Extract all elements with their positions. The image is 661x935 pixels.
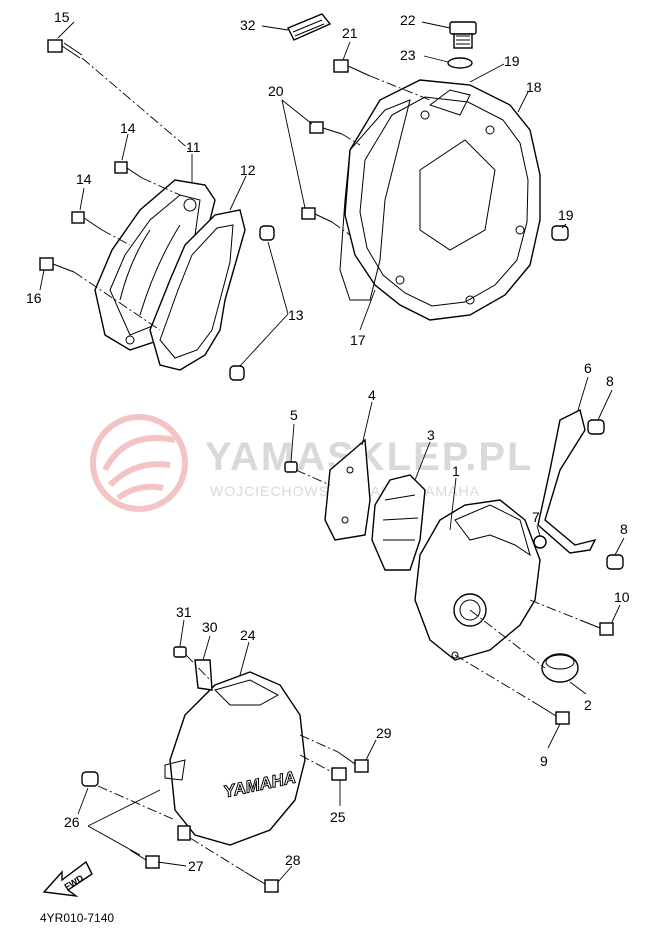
callout-31: 31 bbox=[176, 604, 192, 620]
callout-8-bottom: 8 bbox=[620, 521, 628, 537]
callout-17: 17 bbox=[350, 332, 366, 348]
bolt-14b bbox=[71, 211, 103, 231]
plug-2 bbox=[541, 653, 579, 683]
washer-7 bbox=[533, 535, 547, 549]
callout-32: 32 bbox=[240, 17, 256, 33]
bolt-20a bbox=[309, 121, 343, 135]
bolt-15 bbox=[47, 39, 83, 59]
watermark-title: YAMASKLEP.PL bbox=[205, 435, 534, 479]
callout-25: 25 bbox=[330, 809, 346, 825]
callout-3: 3 bbox=[427, 427, 435, 443]
o-ring-23 bbox=[447, 57, 473, 69]
callout-14-bottom: 14 bbox=[76, 171, 92, 187]
generator-cover-24: YAMAHA bbox=[164, 671, 306, 846]
bolt-5 bbox=[284, 461, 298, 473]
dowel-8a bbox=[587, 419, 605, 435]
bolt-25 bbox=[331, 767, 347, 781]
dowel-8b bbox=[606, 554, 624, 570]
bolt-29 bbox=[337, 751, 369, 773]
callout-labels: 15 32 22 23 21 19 18 20 14 11 12 14 16 1… bbox=[26, 9, 630, 874]
pickup-cover-1 bbox=[414, 499, 541, 661]
bolt-27 bbox=[129, 849, 160, 869]
callout-27: 27 bbox=[188, 858, 204, 874]
callout-26: 26 bbox=[64, 814, 80, 830]
grommet-26 bbox=[81, 771, 99, 787]
callout-8-top: 8 bbox=[606, 373, 614, 389]
callout-1: 1 bbox=[452, 463, 460, 479]
oil-pipe-6 bbox=[537, 408, 597, 554]
callout-9: 9 bbox=[540, 753, 548, 769]
callout-7: 7 bbox=[532, 509, 540, 525]
bolt-16 bbox=[39, 257, 75, 273]
callout-19-right: 19 bbox=[558, 207, 574, 223]
gasket-12 bbox=[149, 209, 246, 371]
callout-15: 15 bbox=[54, 9, 70, 25]
bolt-28 bbox=[244, 871, 279, 893]
watermark: YAMASKLEP.PL WOJCIECHOWSKI DEALER YAMAHA bbox=[90, 414, 534, 512]
callout-24: 24 bbox=[240, 627, 256, 643]
callout-6: 6 bbox=[584, 360, 592, 376]
callout-10: 10 bbox=[614, 589, 630, 605]
watermark-logo-mark bbox=[102, 435, 176, 501]
bolt-14a bbox=[114, 161, 143, 179]
callout-16: 16 bbox=[26, 290, 42, 306]
bolt-20b bbox=[301, 207, 333, 223]
callout-23: 23 bbox=[400, 47, 416, 63]
callout-22: 22 bbox=[400, 12, 416, 28]
callout-30: 30 bbox=[202, 619, 218, 635]
callout-4: 4 bbox=[368, 387, 376, 403]
gasket-17 bbox=[339, 99, 411, 301]
callout-19-top: 19 bbox=[504, 53, 520, 69]
watermark-logo bbox=[90, 414, 188, 512]
callout-2: 2 bbox=[584, 697, 592, 713]
callout-18: 18 bbox=[526, 79, 542, 95]
fwd-arrow-icon: FWD bbox=[42, 860, 93, 898]
callout-12: 12 bbox=[240, 162, 256, 178]
callout-29: 29 bbox=[376, 725, 392, 741]
leader-lines bbox=[39, 21, 625, 883]
callout-5: 5 bbox=[290, 407, 298, 423]
clutch-cover-18 bbox=[344, 79, 541, 321]
bolt-31 bbox=[173, 646, 187, 658]
dowel-13b bbox=[229, 365, 245, 381]
callout-28: 28 bbox=[285, 852, 301, 868]
dowel-19 bbox=[551, 225, 569, 241]
callout-13: 13 bbox=[288, 307, 304, 323]
callout-21: 21 bbox=[342, 25, 358, 41]
dowel-13a bbox=[259, 225, 275, 241]
bolt-9 bbox=[539, 705, 570, 725]
oil-filler-cap-22 bbox=[449, 21, 477, 49]
plate-4 bbox=[324, 438, 371, 541]
callout-11: 11 bbox=[186, 139, 201, 155]
bolt-10 bbox=[579, 619, 614, 636]
callout-20: 20 bbox=[268, 83, 284, 99]
callout-14-top: 14 bbox=[120, 120, 136, 136]
bracket-30 bbox=[194, 659, 213, 691]
bolt-21 bbox=[333, 59, 371, 77]
diagram-code: 4YR010-7140 bbox=[40, 911, 114, 925]
caution-plate-32 bbox=[287, 13, 332, 41]
breather-3 bbox=[371, 474, 426, 571]
